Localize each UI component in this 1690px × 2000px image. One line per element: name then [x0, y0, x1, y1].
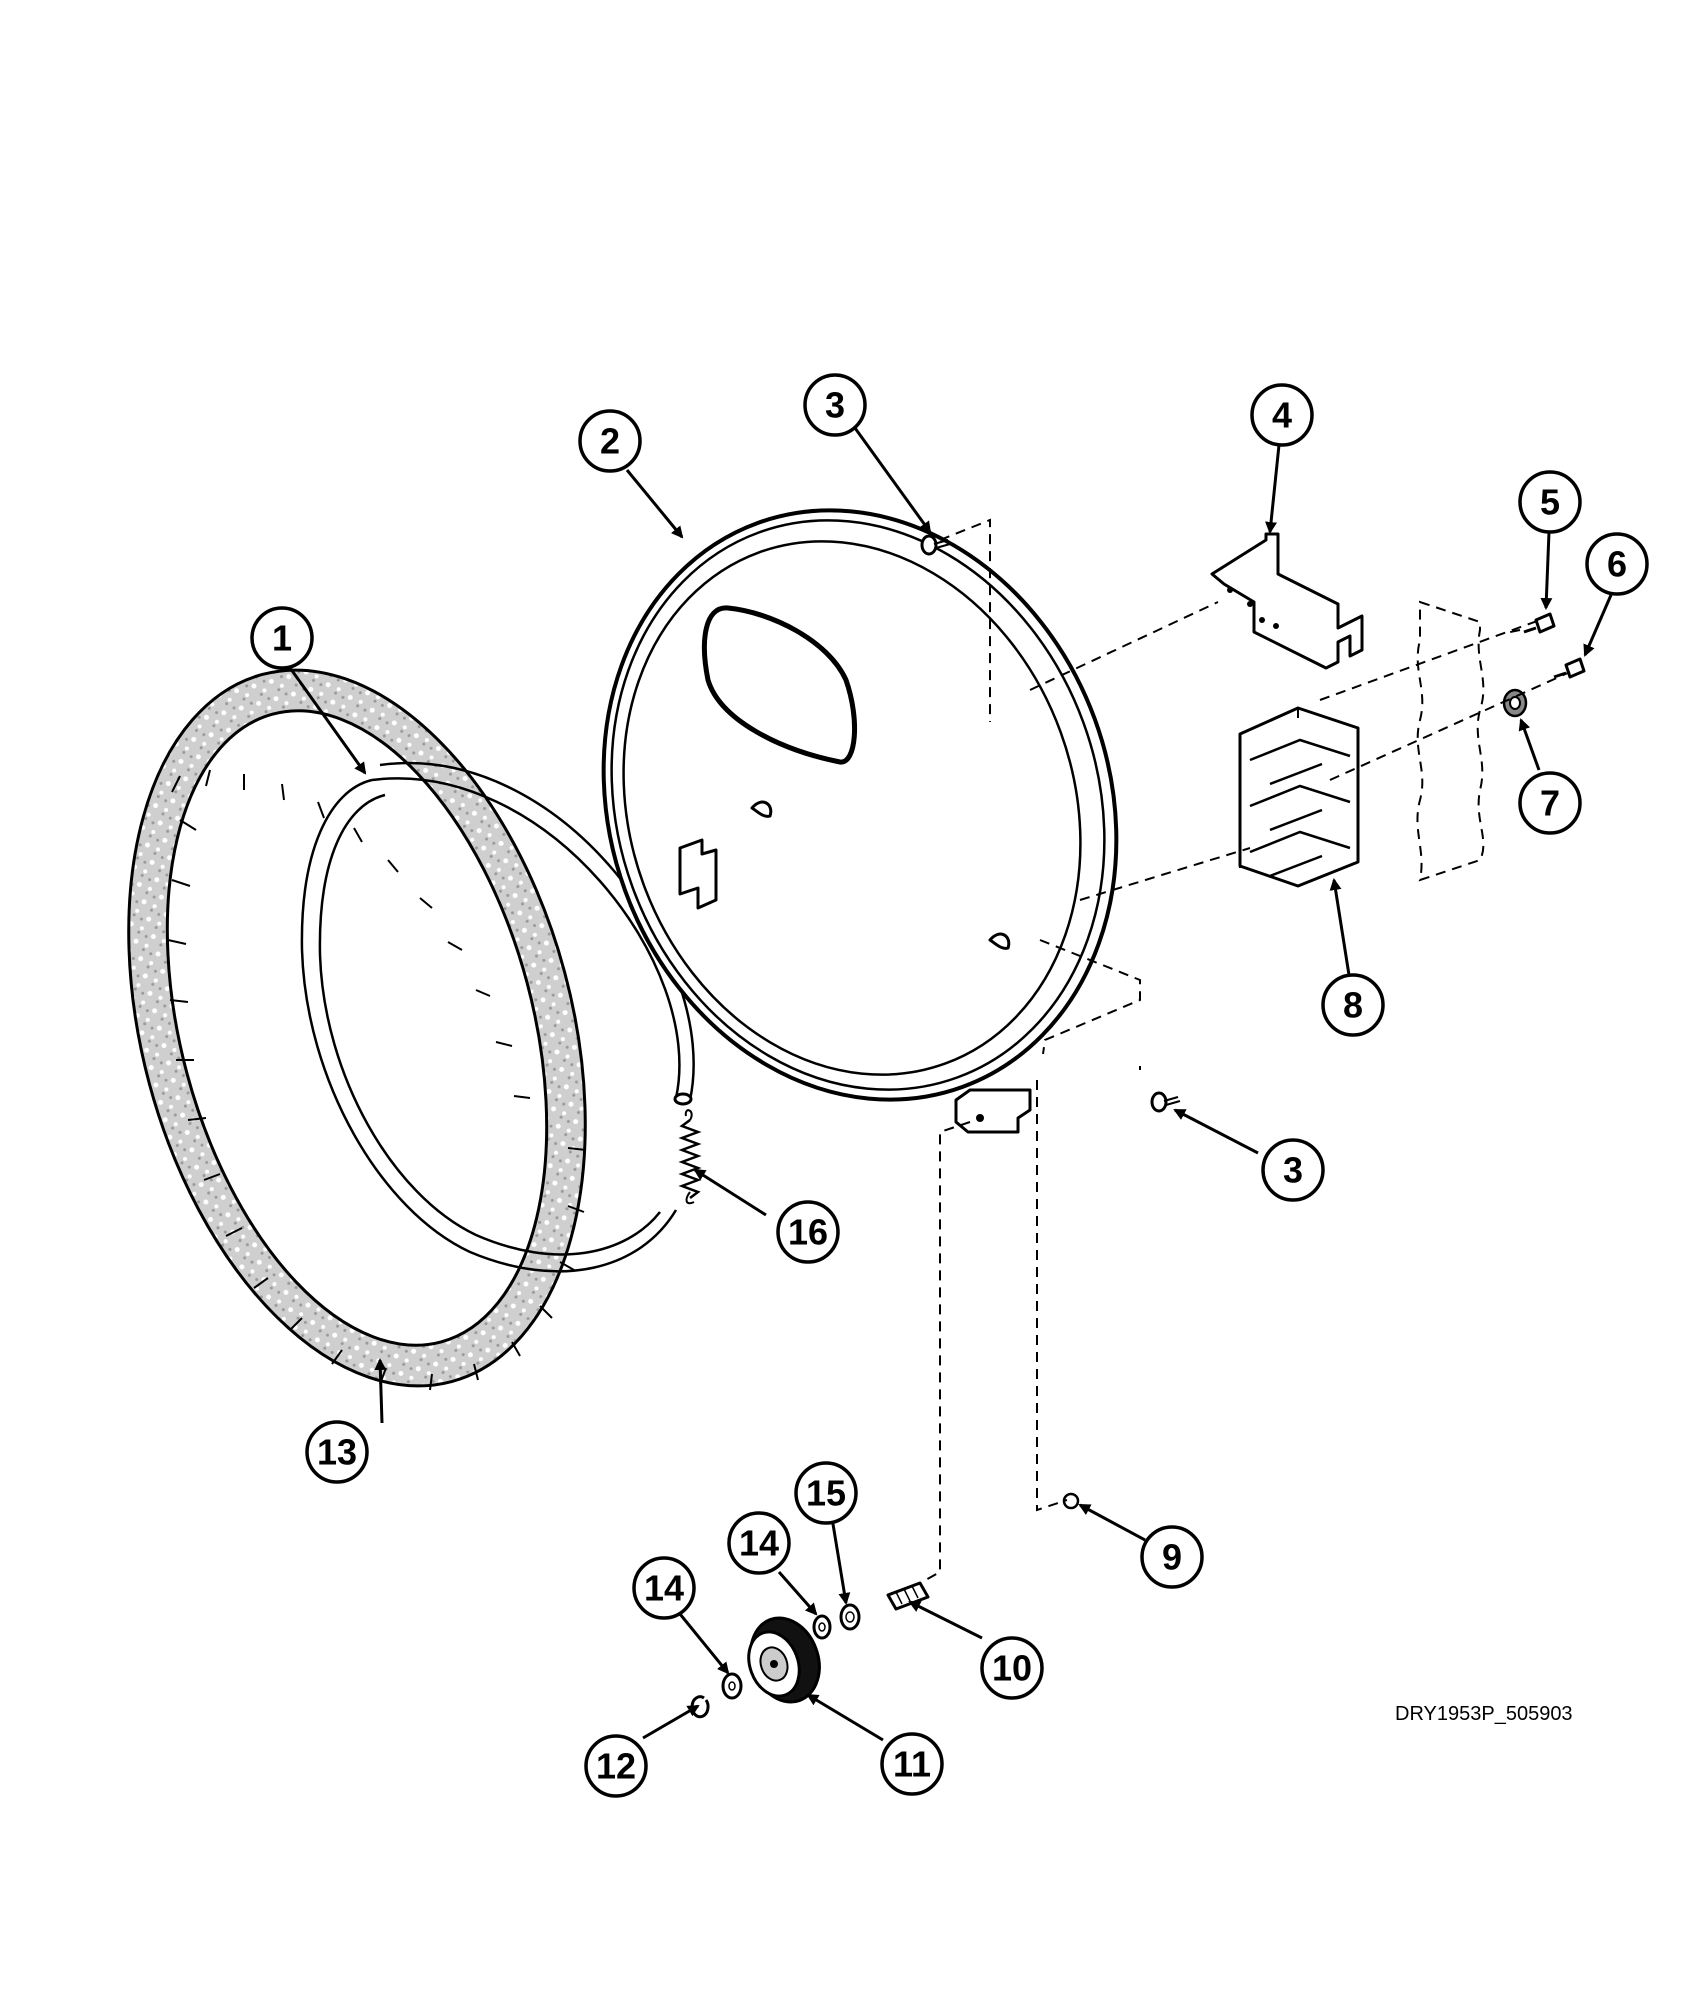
reference-panel — [1416, 600, 1485, 882]
callout-9-label: 9 — [1162, 1537, 1182, 1578]
slotted-bracket — [1238, 706, 1360, 888]
callout-11: 11 — [880, 1732, 944, 1796]
callout-1-label: 1 — [272, 618, 292, 659]
drum-seal-strap — [300, 761, 695, 1273]
callout-12: 12 — [584, 1734, 648, 1798]
washer-15 — [839, 1603, 861, 1631]
drawing-code: DRY1953P_505903 — [1395, 1703, 1573, 1725]
callout-6: 6 — [1585, 532, 1649, 596]
callout-4: 4 — [1250, 383, 1314, 447]
callout-3-lower-label: 3 — [1283, 1150, 1303, 1191]
callout-3-upper-label: 3 — [825, 385, 845, 426]
leader-lines — [286, 427, 1613, 1742]
callout-16: 16 — [776, 1200, 840, 1264]
callout-3-lower: 3 — [1261, 1138, 1325, 1202]
callout-11-label: 11 — [893, 1744, 931, 1785]
callout-16-label: 16 — [788, 1212, 828, 1253]
callout-1: 1 — [250, 606, 314, 670]
callout-6-label: 6 — [1607, 544, 1627, 585]
callout-4-label: 4 — [1272, 395, 1292, 436]
callout-14-left: 14 — [632, 1556, 696, 1620]
callout-15-label: 15 — [806, 1473, 846, 1514]
callout-13: 13 — [305, 1420, 369, 1484]
callout-8-label: 8 — [1343, 985, 1363, 1026]
nut — [1502, 688, 1528, 718]
callout-14-right-label: 14 — [739, 1523, 779, 1564]
felt-seal — [127, 668, 587, 1391]
drum-roller — [747, 1616, 821, 1704]
callout-9: 9 — [1140, 1525, 1204, 1589]
mounting-bracket — [1210, 532, 1364, 670]
spring — [678, 1109, 702, 1205]
callout-15: 15 — [794, 1461, 858, 1525]
callout-2-label: 2 — [600, 421, 620, 462]
callout-3-upper: 3 — [803, 373, 867, 437]
callout-7-label: 7 — [1540, 783, 1560, 824]
callout-13-label: 13 — [317, 1432, 357, 1473]
callout-8: 8 — [1321, 973, 1385, 1037]
callout-10: 10 — [980, 1636, 1044, 1700]
washer-14-right — [812, 1614, 832, 1640]
front-bulkhead — [601, 508, 1119, 1134]
screw-6 — [1553, 657, 1586, 679]
callout-5: 5 — [1518, 470, 1582, 534]
callout-10-label: 10 — [992, 1648, 1032, 1689]
callout-12-label: 12 — [596, 1746, 636, 1787]
assembly-lines — [921, 518, 1571, 1583]
callout-14-right: 14 — [727, 1511, 791, 1575]
callout-7: 7 — [1518, 771, 1582, 835]
roller-shaft — [886, 1581, 930, 1611]
callout-2: 2 — [578, 409, 642, 473]
screw-lower — [1150, 1091, 1181, 1113]
clip — [1062, 1492, 1080, 1510]
screw-upper — [920, 534, 951, 556]
callout-5-label: 5 — [1540, 482, 1560, 523]
screw-5 — [1523, 612, 1556, 634]
washer-14-left — [721, 1672, 743, 1700]
callout-14-left-label: 14 — [644, 1568, 684, 1609]
